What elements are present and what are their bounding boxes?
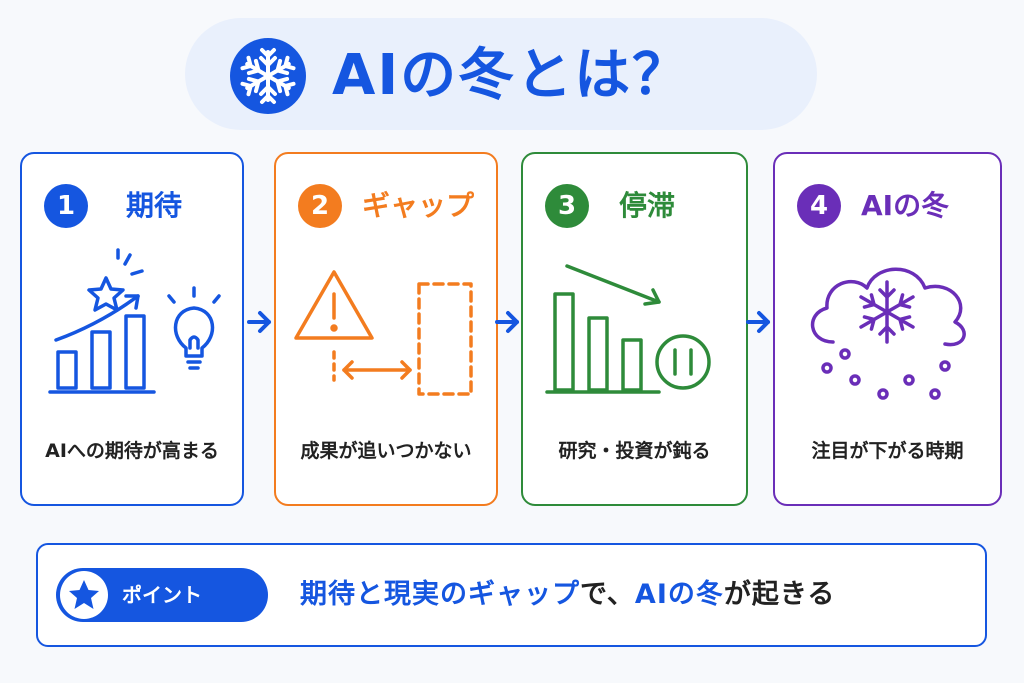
step-number: 4 (797, 184, 841, 228)
pause-icon (655, 334, 711, 390)
declining-bar-chart-icon (545, 264, 711, 394)
step-heading: ギャップ (362, 189, 475, 222)
lightbulb-icon (167, 286, 221, 370)
step-number: 3 (545, 184, 589, 228)
step-number: 2 (298, 184, 342, 228)
snowflake-icon (230, 38, 306, 114)
step-card-gap: 2 ギャップ 成果が追いつかない (274, 152, 498, 506)
step-card-stagnation: 3 停滞 研究・投資が鈍る (521, 152, 748, 506)
point-text: 期待と現実のギャップで、AIの冬が起きる (300, 568, 835, 622)
point-text-part: が起きる (723, 579, 836, 610)
step-card-ai-winter: 4 AIの冬 (773, 152, 1002, 506)
step-heading: 停滞 (619, 189, 676, 222)
step-heading: AIの冬 (861, 189, 950, 222)
arrow-right-icon (746, 311, 770, 333)
snow-dots-icon (821, 348, 951, 400)
step-caption: 成果が追いつかない (300, 440, 472, 462)
dashed-box-icon (417, 282, 473, 396)
step-caption: 注目が下がる時期 (811, 440, 964, 462)
arrow-right-icon (247, 311, 271, 333)
arrow-right-icon (495, 311, 519, 333)
point-label: ポイント (122, 583, 202, 607)
step-number: 1 (44, 184, 88, 228)
step-heading: 期待 (126, 189, 183, 222)
point-text-part: で、 (580, 579, 635, 610)
point-text-part: AIの冬 (634, 579, 724, 610)
star-icon (87, 276, 125, 312)
page-title: AIの冬とは？ (332, 43, 691, 108)
gap-arrow-icon (342, 360, 412, 380)
step-card-expectation: 1 期待 (20, 152, 244, 506)
rising-bar-chart-icon (48, 248, 221, 394)
cloud-icon (810, 267, 966, 400)
warning-icon (294, 270, 374, 340)
step-caption: AIへの期待が高まる (45, 440, 219, 462)
gap-illustration (294, 270, 473, 396)
snowflake-icon (855, 280, 919, 344)
point-text-part: 期待と現実のギャップ (300, 579, 580, 610)
step-caption: 研究・投資が鈍る (558, 440, 711, 462)
star-icon (60, 571, 108, 619)
